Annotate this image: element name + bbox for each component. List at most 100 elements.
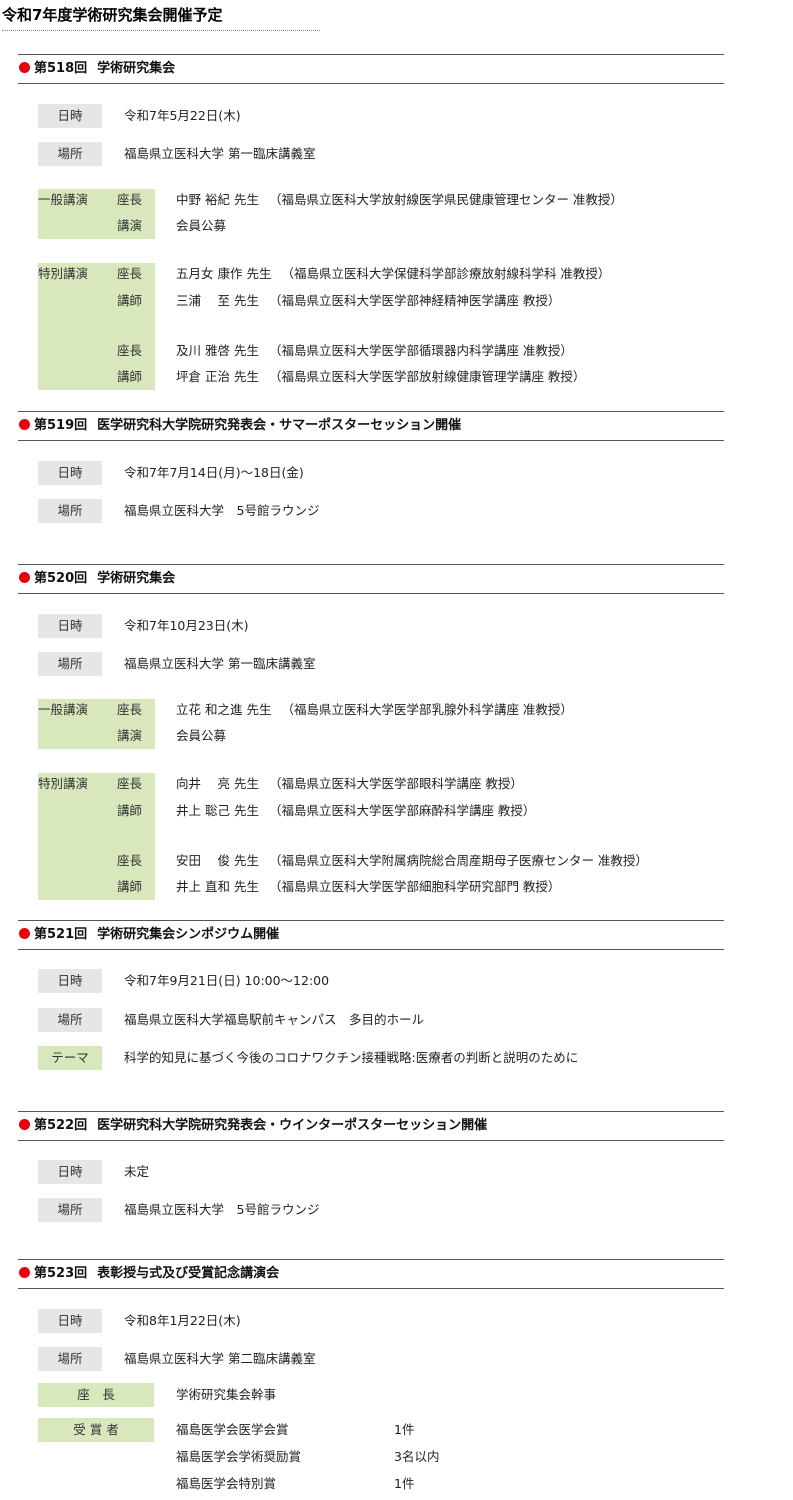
place-value: 福島県立医科大学 第二臨床講義室 bbox=[124, 1351, 316, 1366]
person-affiliation: （福島県立医科大学医学部放射線健康管理学講座 教授） bbox=[268, 369, 586, 384]
special-lecturer-1: 三浦 至 先生（福島県立医科大学医学部神経精神医学講座 教授） bbox=[176, 290, 560, 312]
person-affiliation: （福島県立医科大学保健科学部診療放射線科学科 准教授） bbox=[281, 266, 611, 281]
place-value: 福島県立医科大学 第一臨床講義室 bbox=[124, 656, 316, 671]
date-value: 令和7年5月22日(木) bbox=[124, 108, 241, 123]
general-chair: 立花 和之進 先生 （福島県立医科大学医学部乳腺外科学講座 准教授） bbox=[176, 699, 573, 721]
person-affiliation: （福島県立医科大学医学部神経精神医学講座 教授） bbox=[268, 293, 561, 308]
date-label: 日時 bbox=[38, 969, 102, 993]
session-title: 医学研究科大学院研究発表会・サマーポスターセッション開催 bbox=[97, 418, 462, 433]
session-number: 第520回 bbox=[34, 571, 88, 586]
session-title: 学術研究集会シンポジウム開催 bbox=[97, 927, 280, 942]
date-value: 令和8年1月22日(木) bbox=[124, 1313, 241, 1328]
date-label: 日時 bbox=[38, 461, 102, 485]
person-affiliation: （福島県立医科大学医学部麻酔科学講座 教授） bbox=[268, 803, 536, 818]
session-523-header: 第523回表彰授与式及び受賞記念講演会 bbox=[18, 1259, 724, 1289]
person-name: 向井 亮 先生 bbox=[176, 776, 259, 791]
general-lecture-role-block bbox=[38, 189, 155, 239]
date-label: 日時 bbox=[38, 104, 102, 128]
special-lecture-label: 特別講演 bbox=[38, 266, 89, 281]
special-lecture-label: 特別講演 bbox=[38, 776, 89, 791]
session-number: 第518回 bbox=[34, 61, 88, 76]
person-name: 井上 直和 先生 bbox=[176, 879, 259, 894]
chair-label: 座長 bbox=[116, 266, 142, 281]
person-name: 井上 聡己 先生 bbox=[176, 803, 259, 818]
place-label: 場所 bbox=[38, 1347, 102, 1371]
general-lecture-label: 一般講演 bbox=[38, 192, 89, 207]
session-number: 第521回 bbox=[34, 927, 88, 942]
red-bullet-icon bbox=[19, 1267, 30, 1278]
red-bullet-icon bbox=[19, 928, 30, 939]
place-value: 福島県立医科大学 5号館ラウンジ bbox=[124, 503, 320, 518]
date-label: 日時 bbox=[38, 1309, 102, 1333]
session-number: 第523回 bbox=[34, 1266, 88, 1281]
chair-label: 座長 bbox=[116, 702, 142, 717]
award-name: 福島医学会学術奨励賞 bbox=[176, 1449, 302, 1464]
award-count: 1件 bbox=[394, 1422, 415, 1437]
award-name: 福島医学会医学会賞 bbox=[176, 1422, 289, 1437]
chair-value: 学術研究集会幹事 bbox=[176, 1387, 277, 1402]
person-affiliation: （福島県立医科大学医学部眼科学講座 教授） bbox=[268, 776, 523, 791]
place-value: 福島県立医科大学 5号館ラウンジ bbox=[124, 1202, 320, 1217]
person-name: 及川 雅啓 先生 bbox=[176, 343, 259, 358]
session-title: 学術研究集会 bbox=[97, 571, 176, 586]
special-chair-1: 五月女 康作 先生 （福島県立医科大学保健科学部診療放射線科学科 准教授） bbox=[176, 263, 610, 285]
session-number: 第522回 bbox=[34, 1118, 88, 1133]
red-bullet-icon bbox=[19, 62, 30, 73]
date-value: 令和7年7月14日(月)～18日(金) bbox=[124, 465, 304, 480]
person-affiliation: （福島県立医科大学放射線医学県民健康管理センター 准教授） bbox=[268, 192, 623, 207]
chair-label: 座長 bbox=[116, 192, 142, 207]
person-name: 坪倉 正治 先生 bbox=[176, 369, 259, 384]
general-lecture-role-block bbox=[38, 699, 155, 749]
special-lecture-role-block bbox=[38, 773, 155, 900]
page-title: 令和7年度学術研究集会開催予定 bbox=[2, 0, 320, 31]
session-522-header: 第522回医学研究科大学院研究発表会・ウインターポスターセッション開催 bbox=[18, 1111, 724, 1141]
chair-label: 座長 bbox=[116, 343, 142, 358]
date-value: 令和7年10月23日(木) bbox=[124, 618, 249, 633]
date-label: 日時 bbox=[38, 614, 102, 638]
session-520-header: 第520回学術研究集会 bbox=[18, 564, 724, 594]
session-title: 学術研究集会 bbox=[97, 61, 176, 76]
general-lecture-value: 会員公募 bbox=[176, 218, 227, 233]
chair-label: 座長 bbox=[116, 853, 142, 868]
place-label: 場所 bbox=[38, 499, 102, 523]
place-label: 場所 bbox=[38, 142, 102, 166]
session-519-header: 第519回医学研究科大学院研究発表会・サマーポスターセッション開催 bbox=[18, 411, 724, 441]
session-title: 表彰授与式及び受賞記念講演会 bbox=[97, 1266, 280, 1281]
place-label: 場所 bbox=[38, 1198, 102, 1222]
special-chair-1: 向井 亮 先生 （福島県立医科大学医学部眼科学講座 教授） bbox=[176, 773, 523, 795]
chair-label: 座 長 bbox=[38, 1383, 154, 1407]
lecturer-label: 講師 bbox=[116, 879, 142, 894]
lecturer-label: 講師 bbox=[116, 803, 142, 818]
person-affiliation: （福島県立医科大学医学部乳腺外科学講座 准教授） bbox=[281, 702, 573, 717]
person-name: 立花 和之進 先生 bbox=[176, 702, 272, 717]
theme-value: 科学的知見に基づく今後のコロナワクチン接種戦略:医療者の判断と説明のために bbox=[124, 1050, 579, 1065]
lecture-label: 講演 bbox=[116, 728, 142, 743]
lecture-label: 講演 bbox=[116, 218, 142, 233]
lecturer-label: 講師 bbox=[116, 369, 142, 384]
theme-label: テーマ bbox=[38, 1046, 102, 1070]
special-lecturer-2: 井上 直和 先生（福島県立医科大学医学部細胞科学研究部門 教授） bbox=[176, 876, 560, 898]
date-value: 令和7年9月21日(日) 10:00～12:00 bbox=[124, 973, 330, 988]
special-chair-2: 及川 雅啓 先生（福島県立医科大学医学部循環器内科学講座 准教授） bbox=[176, 340, 573, 362]
award-count: 3名以内 bbox=[394, 1449, 440, 1464]
session-521-header: 第521回学術研究集会シンポジウム開催 bbox=[18, 920, 724, 950]
general-lecture-value: 会員公募 bbox=[176, 728, 227, 743]
red-bullet-icon bbox=[19, 419, 30, 430]
special-lecturer-2: 坪倉 正治 先生 （福島県立医科大学医学部放射線健康管理学講座 教授） bbox=[176, 366, 585, 388]
award-name: 福島医学会特別賞 bbox=[176, 1476, 277, 1491]
red-bullet-icon bbox=[19, 572, 30, 583]
session-number: 第519回 bbox=[34, 418, 88, 433]
general-chair: 中野 裕紀 先生（福島県立医科大学放射線医学県民健康管理センター 准教授） bbox=[176, 189, 623, 211]
date-label: 日時 bbox=[38, 1160, 102, 1184]
special-chair-2: 安田 俊 先生（福島県立医科大学附属病院総合周産期母子医療センター 准教授） bbox=[176, 850, 648, 872]
general-lecture-label: 一般講演 bbox=[38, 702, 89, 717]
special-lecturer-1: 井上 聡己 先生 （福島県立医科大学医学部麻酔科学講座 教授） bbox=[176, 800, 535, 822]
person-name: 五月女 康作 先生 bbox=[176, 266, 272, 281]
person-name: 安田 俊 先生 bbox=[176, 853, 259, 868]
date-value: 未定 bbox=[124, 1164, 150, 1179]
session-518-header: 第518回学術研究集会 bbox=[18, 54, 724, 84]
place-label: 場所 bbox=[38, 652, 102, 676]
lecturer-label: 講師 bbox=[116, 293, 142, 308]
award-count: 1件 bbox=[394, 1476, 415, 1491]
place-value: 福島県立医科大学 第一臨床講義室 bbox=[124, 146, 316, 161]
